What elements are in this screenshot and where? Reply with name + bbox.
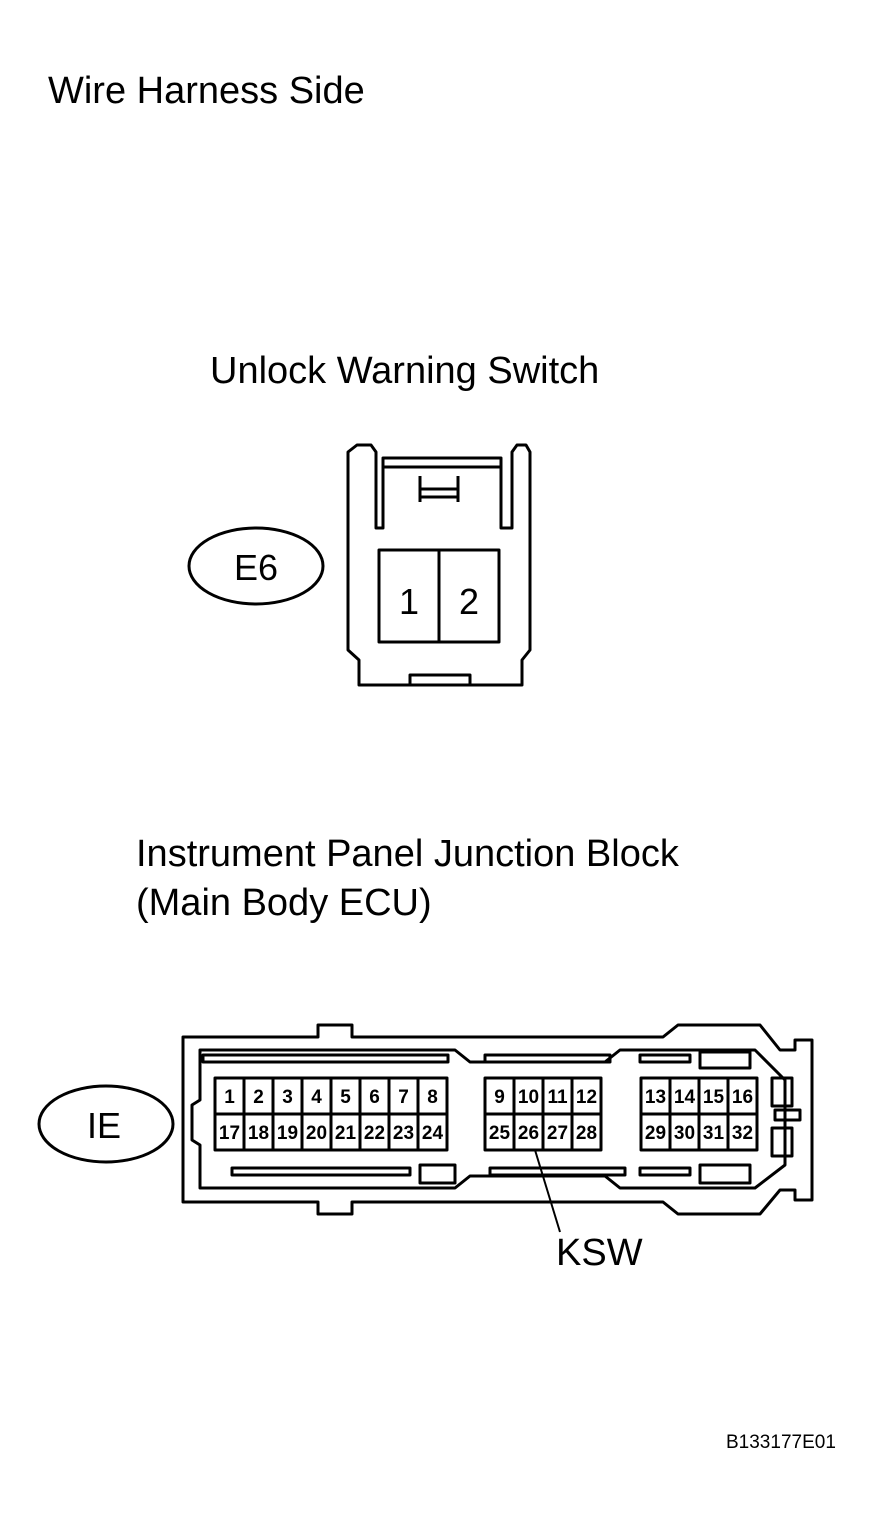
page-title: Wire Harness Side bbox=[48, 70, 365, 112]
ie-pin-label: 12 bbox=[576, 1087, 597, 1108]
ie-pin-label: 14 bbox=[674, 1087, 696, 1108]
ie-pin-grid-c bbox=[639, 1076, 759, 1152]
ie-pin-label: 2 bbox=[253, 1087, 264, 1108]
ie-code-ellipse bbox=[37, 1084, 175, 1164]
e6-code-label: E6 bbox=[234, 547, 278, 588]
ksw-callout-label: KSW bbox=[556, 1232, 643, 1274]
ie-pin-label: 32 bbox=[732, 1123, 753, 1144]
ie-pin-label: 4 bbox=[311, 1087, 322, 1108]
ie-pin-label: 5 bbox=[340, 1087, 351, 1108]
ie-pin-label: 3 bbox=[282, 1087, 293, 1108]
ie-pin-label: 6 bbox=[369, 1087, 380, 1108]
ie-pin-label: 15 bbox=[703, 1087, 725, 1108]
ie-pin-label: 17 bbox=[219, 1123, 240, 1144]
ie-pin-label: 22 bbox=[364, 1123, 385, 1144]
ie-pin-label: 10 bbox=[518, 1087, 539, 1108]
e6-pin-label: 2 bbox=[459, 581, 479, 622]
ie-pin-label: 7 bbox=[398, 1087, 409, 1108]
ie-connector-title-line2: (Main Body ECU) bbox=[136, 882, 432, 924]
ie-pin-label: 13 bbox=[645, 1087, 666, 1108]
ie-pin-label: 25 bbox=[489, 1123, 511, 1144]
ie-pin-label: 9 bbox=[494, 1087, 505, 1108]
ie-pin-label: 26 bbox=[518, 1123, 539, 1144]
ie-pin-label: 23 bbox=[393, 1123, 414, 1144]
ie-pin-label: 11 bbox=[547, 1087, 568, 1108]
ie-connector-title-line1: Instrument Panel Junction Block bbox=[136, 833, 679, 875]
ie-pin-label: 16 bbox=[732, 1087, 753, 1108]
ie-pin-label: 27 bbox=[547, 1123, 568, 1144]
ie-pin-grid-a bbox=[213, 1076, 449, 1152]
ie-pin-label: 19 bbox=[277, 1123, 298, 1144]
ie-pin-label: 29 bbox=[645, 1123, 666, 1144]
ie-pin-label: 28 bbox=[576, 1123, 597, 1144]
e6-connector-title: Unlock Warning Switch bbox=[210, 350, 600, 392]
ie-pin-label: 30 bbox=[674, 1123, 695, 1144]
ie-connector-body bbox=[181, 1023, 814, 1216]
ie-pin-label: 18 bbox=[248, 1123, 269, 1144]
ie-pin-grid-b bbox=[483, 1076, 603, 1152]
e6-code-ellipse bbox=[187, 526, 325, 606]
ie-pin-label: 8 bbox=[427, 1087, 438, 1108]
e6-pin-label: 1 bbox=[399, 581, 419, 622]
ie-pin-label: 24 bbox=[422, 1123, 444, 1144]
ie-pin-label: 21 bbox=[335, 1123, 357, 1144]
figure-id: B133177E01 bbox=[726, 1432, 836, 1453]
ie-pin-label: 20 bbox=[306, 1123, 327, 1144]
ie-code-label: IE bbox=[87, 1105, 121, 1146]
e6-pin-grid bbox=[377, 548, 501, 644]
ie-pin-label: 1 bbox=[224, 1087, 235, 1108]
ksw-leader-line bbox=[534, 1149, 561, 1233]
ie-pin-label: 31 bbox=[703, 1123, 725, 1144]
e6-connector-body bbox=[346, 443, 532, 687]
